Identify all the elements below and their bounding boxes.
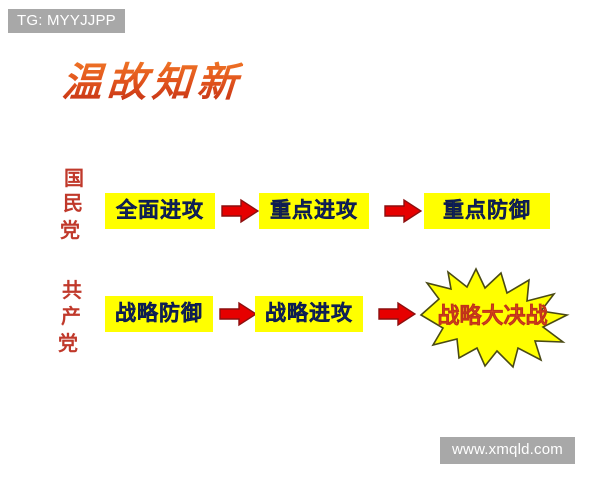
row-label-kmt: 国 民 党	[58, 166, 88, 242]
row-label-cpc-char-2: 产	[61, 304, 81, 328]
watermark-bottom-right: www.xmqld.com	[440, 437, 575, 464]
arrow-icon-kmt-2	[384, 198, 422, 224]
stage-box-cpc-2[interactable]: 战略进攻	[255, 296, 363, 332]
stage-box-kmt-3[interactable]: 重点防御	[424, 193, 550, 229]
row-label-cpc: 共 产 党	[57, 278, 87, 355]
watermark-top-left: TG: MYYJJPP	[8, 9, 125, 33]
arrow-icon-cpc-1	[219, 301, 257, 327]
row-label-cpc-char-1: 共	[62, 278, 82, 302]
row-label-kmt-char-2: 民	[63, 191, 83, 215]
arrow-icon-kmt-1	[221, 198, 259, 224]
stage-box-cpc-1[interactable]: 战略防御	[105, 296, 213, 332]
row-label-cpc-char-3: 党	[58, 331, 78, 355]
starburst-callout[interactable]: 战略大决战	[415, 266, 570, 370]
arrow-icon-cpc-2	[378, 301, 416, 327]
row-label-kmt-char-3: 党	[60, 218, 80, 242]
stage-box-kmt-2[interactable]: 重点进攻	[259, 193, 369, 229]
page-title: 温故知新	[60, 59, 244, 106]
starburst-shape	[419, 267, 570, 369]
stage-box-kmt-1[interactable]: 全面进攻	[105, 193, 215, 229]
row-label-kmt-char-1: 国	[64, 166, 84, 190]
starburst-label: 战略大决战	[437, 304, 548, 330]
